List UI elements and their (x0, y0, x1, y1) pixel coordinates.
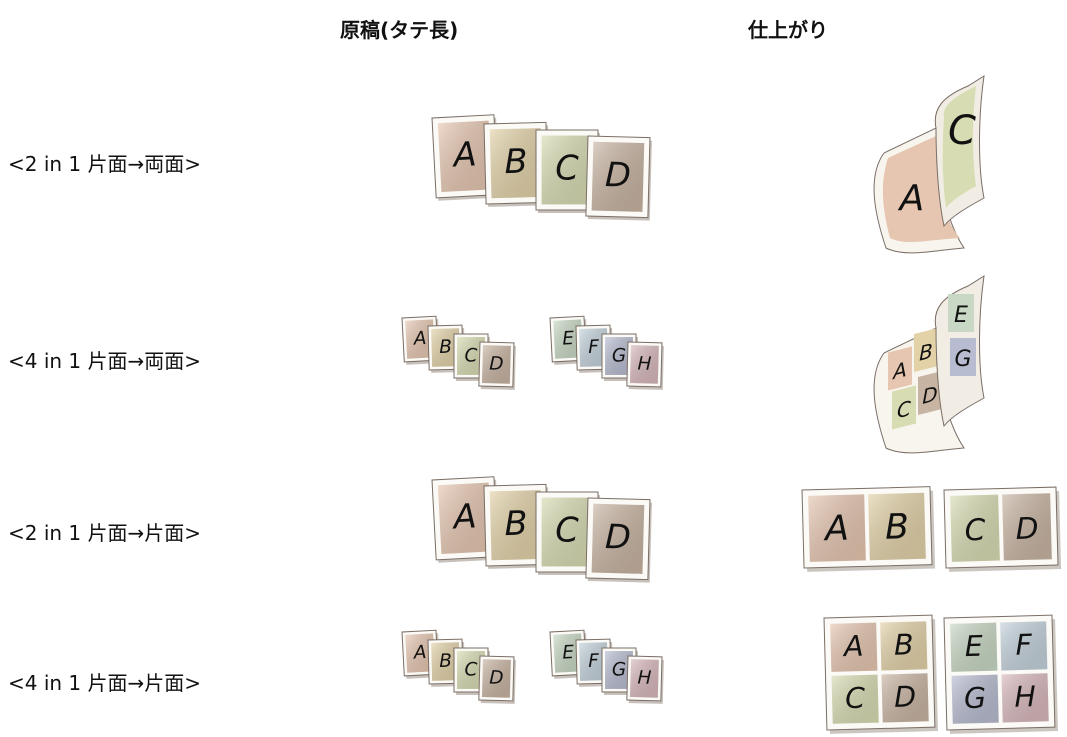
page-letter: A (412, 642, 427, 664)
page-letter: E (562, 642, 575, 664)
page-letter: F (588, 337, 600, 358)
row3-originals-group1-page-D: D (478, 655, 516, 704)
front-letter: D (922, 381, 937, 408)
page-letter: C (555, 149, 579, 188)
panel-letter: H (1014, 680, 1036, 714)
page-letter: B (439, 337, 452, 358)
header-result: 仕上がり (748, 18, 828, 42)
panel-letter: B (894, 628, 914, 662)
row-label-2in1-simplex-duplex: <2 in 1 片面→両面> (8, 152, 202, 176)
page-letter: F (588, 651, 600, 672)
row1-originals-group2-page-H: H (626, 341, 664, 390)
panel-letter: B (885, 507, 910, 548)
front-letter: B (919, 339, 933, 366)
front-letter: C (897, 396, 912, 423)
page-letter: C (555, 511, 579, 550)
page-letter: B (504, 141, 528, 181)
row1-result-duplex: AB CD EG (873, 275, 985, 454)
row-label-4in1-simplex-duplex: <4 in 1 片面→両面> (8, 349, 202, 373)
panel-letter: A (842, 630, 864, 664)
row-label-2in1-simplex-simplex: <2 in 1 片面→片面> (8, 521, 202, 545)
page-letter: A (450, 496, 477, 536)
header-original: 原稿(タテ長) (340, 18, 459, 42)
page-letter: A (450, 134, 477, 174)
panel-letter: D (1015, 511, 1039, 547)
page-letter: B (504, 503, 528, 543)
page-letter: D (605, 517, 632, 557)
page-letter: H (637, 668, 652, 689)
row2-originals-page-D: D (585, 497, 652, 583)
row0-originals-page-A: A (431, 114, 501, 201)
panel-letter: E (964, 630, 983, 663)
back-letter: E (954, 303, 968, 328)
panel-letter: D (894, 680, 917, 714)
back-letter: G (954, 347, 971, 372)
panel-letter: C (964, 513, 986, 549)
page-letter: E (562, 328, 575, 350)
row0-originals-page-B: B (483, 121, 551, 207)
page-letter: B (439, 651, 452, 672)
front-letter: A (898, 178, 925, 219)
back-letter: C (948, 108, 976, 154)
page-letter: D (489, 354, 504, 375)
page-letter: D (605, 155, 632, 195)
row2-originals-page-B: B (483, 483, 551, 569)
row0-originals-page-D: D (585, 135, 652, 221)
row3-originals-group2-page-F: F (575, 638, 614, 687)
page-letter: C (465, 659, 478, 680)
page-letter: C (465, 345, 478, 366)
page-letter: G (612, 345, 626, 366)
front-letter: A (891, 357, 907, 385)
panel-letter: F (1015, 628, 1033, 661)
row1-originals-group1-page-D: D (478, 341, 516, 390)
row3-originals-group2-page-H: H (626, 655, 664, 704)
page-letter: H (637, 354, 652, 375)
row-label-4in1-simplex-simplex: <4 in 1 片面→片面> (8, 671, 202, 695)
page-letter: G (612, 659, 626, 680)
row2-originals-page-A: A (431, 476, 501, 563)
row0-result-duplex: AC (873, 75, 985, 254)
page-letter: A (412, 328, 427, 350)
page-letter: D (489, 668, 504, 689)
panel-letter: C (845, 682, 866, 716)
panel-letter: A (823, 509, 850, 550)
panel-letter: G (964, 682, 987, 716)
